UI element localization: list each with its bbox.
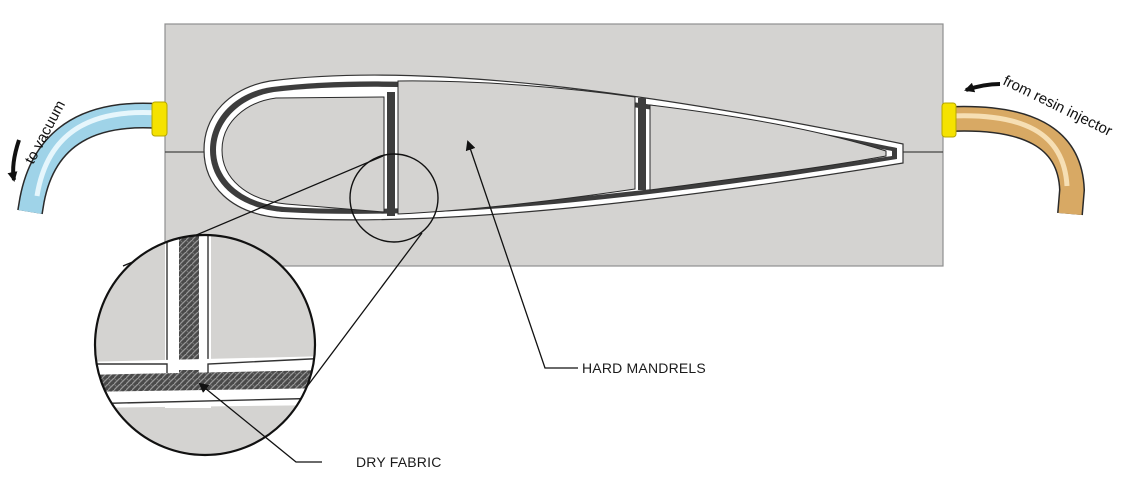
spar-web-rear bbox=[638, 98, 646, 190]
airfoil-section bbox=[203, 74, 904, 221]
magnifier-source-circle bbox=[349, 153, 439, 243]
mandrel-tail bbox=[649, 104, 887, 191]
resin-pipe bbox=[941, 102, 1086, 216]
vacuum-fitting bbox=[151, 101, 168, 137]
mandrel-nose bbox=[221, 96, 385, 213]
dry-fabric-leader bbox=[198, 382, 322, 463]
resin-flow-arrow-icon bbox=[964, 82, 1001, 93]
vacuum-pipe bbox=[17, 101, 168, 215]
resin-fitting bbox=[941, 102, 957, 138]
detail-fabric-vertical bbox=[179, 235, 199, 388]
vacuum-flow-arrow-icon bbox=[7, 139, 21, 182]
detail-fabric-horizontal bbox=[95, 370, 315, 392]
hard-mandrels-label: HARD MANDRELS bbox=[582, 360, 706, 376]
detail-view-border bbox=[93, 233, 317, 457]
detail-view bbox=[93, 233, 317, 457]
dry-fabric-label: DRY FABRIC bbox=[356, 454, 442, 470]
mandrel-middle bbox=[397, 80, 636, 215]
hard-mandrels-leader bbox=[465, 140, 578, 369]
